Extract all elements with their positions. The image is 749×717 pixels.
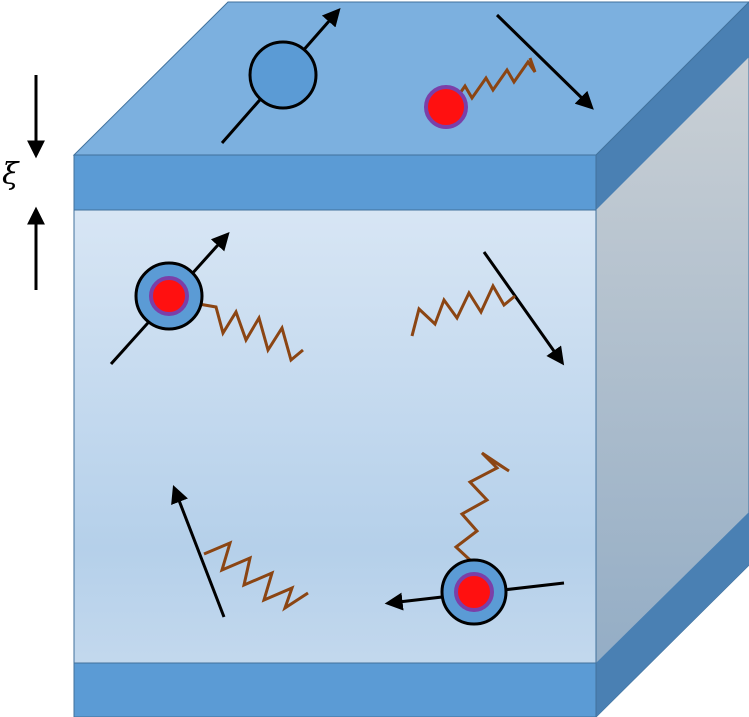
nucleus-icon	[454, 572, 494, 612]
spring-icon	[449, 57, 537, 107]
top-nucleus-spring	[424, 13, 594, 129]
top-particle	[220, 7, 341, 144]
interior-particle-upper-left	[109, 231, 304, 366]
interior-particle-lower-right	[384, 451, 565, 626]
spring-icon	[192, 301, 304, 363]
thickness-indicator: ξ	[2, 75, 45, 290]
spring-icon	[453, 451, 510, 562]
cube-front-face	[73, 154, 597, 717]
interior-spring-lower-left	[171, 484, 309, 618]
spring-icon	[203, 540, 309, 612]
cube-side-top-band	[596, 2, 749, 210]
interior-spring-upper-right	[410, 251, 565, 366]
cube-side-bottom-band	[596, 512, 749, 717]
particle-circle-icon	[248, 40, 318, 110]
spring-icon	[410, 282, 516, 337]
front-top-band	[73, 154, 597, 211]
thickness-label: ξ	[2, 157, 20, 192]
nucleus-icon	[149, 276, 189, 316]
front-bottom-band	[73, 662, 597, 717]
nucleus-icon	[424, 85, 468, 129]
